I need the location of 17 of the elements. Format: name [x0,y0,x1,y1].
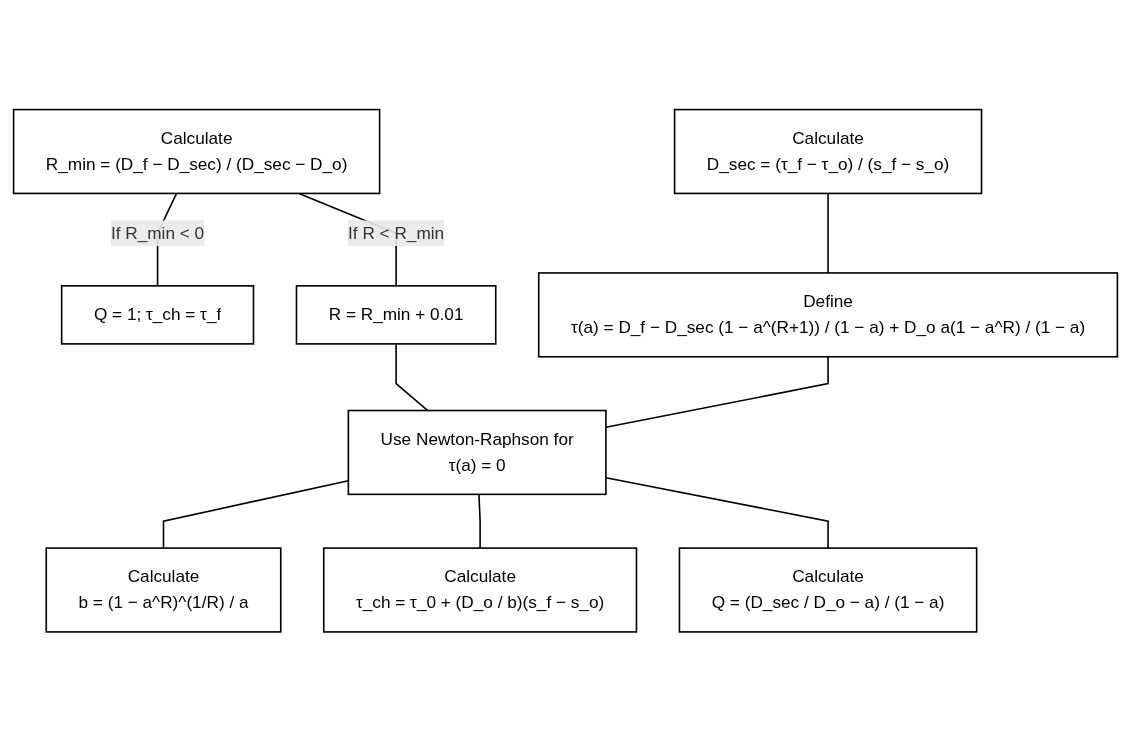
node-box [678,547,978,633]
node-box [322,547,638,633]
edge-label: If R_min < 0 [110,223,205,243]
node-box [295,285,497,345]
edge-label: If R < R_min [348,223,445,243]
connector [827,192,829,274]
flowchart: If R_min < 0 If R < R_min Calculate R_min = (D_f − D_sec) / (D_sec − D_o) Calculate D_sec = (τ_f − τ_o) / (s_f − s_o) Q = 1; τ_ch = τ_f R = R_min + 0.01 Define τ(a) = D_f − D_sec (1 − a^(R+1)) / (1 − a) + D_o a(1 − a^R) / (1 − a) Use Newton-Raphson for τ(a) = 0 Calculate b = (1 − a^R)^(1/R) / a Calculate τ_ch = τ_0 + (D_o / b)(s_f − s_o) Calculate Q = (D_sec / D_o − a) / (1 − a) [5,101,1126,641]
connector [605,477,829,550]
connector [478,493,481,550]
node-box [347,409,607,496]
node-box [12,109,381,195]
connector [395,343,429,412]
node-box [45,547,282,633]
node-box [537,272,1119,358]
connector [605,356,829,429]
node-box [60,285,255,345]
node-box [673,109,983,195]
